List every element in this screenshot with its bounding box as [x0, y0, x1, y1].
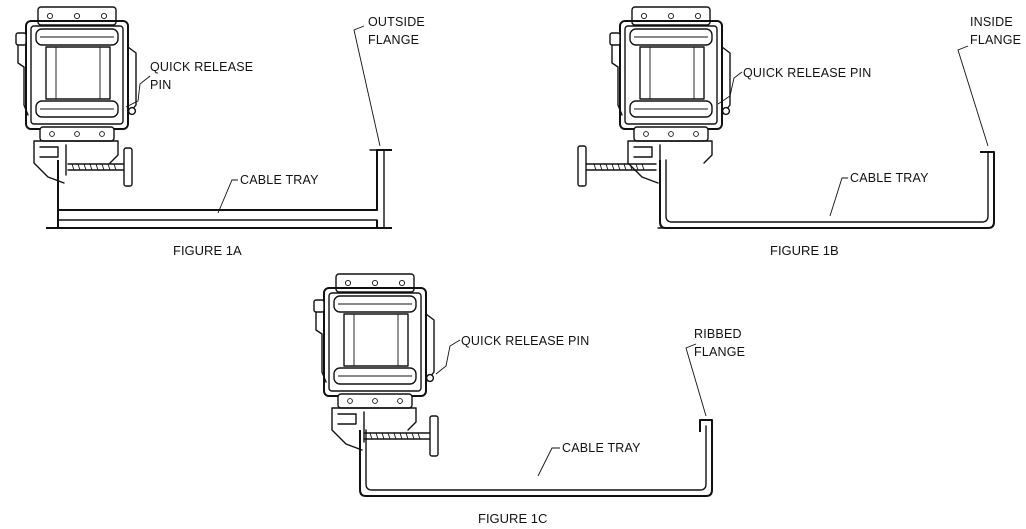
pin-label-1c: QUICK RELEASE PIN: [461, 334, 589, 348]
flange-label-1c-line2: FLANGE: [694, 345, 745, 359]
pin-label-1b: QUICK RELEASE PIN: [743, 66, 871, 80]
caption-1b: FIGURE 1B: [770, 243, 839, 258]
figure-1b: QUICK RELEASE PIN CABLE TRAY INSIDE FLAN…: [577, 6, 1021, 258]
tray-leader-1a: [217, 179, 238, 214]
pin-label-1a-line1: QUICK RELEASE: [150, 60, 253, 74]
cable-tray-1b: [657, 151, 995, 229]
flange-label-1b-line1: INSIDE: [970, 15, 1013, 29]
pin-leader-1a: [125, 75, 151, 108]
cable-tray-1c: [359, 419, 713, 497]
caption-1a: FIGURE 1A: [173, 243, 242, 258]
tray-leader-1b: [829, 177, 848, 217]
figure-1a: OUTSIDE FLANGE QUICK RELEASE PIN CABLE T…: [15, 6, 425, 258]
flange-label-1c-line1: RIBBED: [694, 327, 742, 341]
clamp-assembly-1a: [15, 6, 137, 184]
tray-label-1b: CABLE TRAY: [850, 171, 929, 185]
clamp-assembly-1b: [609, 6, 731, 184]
flange-leader-1b: [957, 45, 989, 147]
tray-leader-1c: [537, 447, 560, 477]
pin-leader-1c: [435, 339, 461, 375]
adjust-screw-1b: [577, 145, 657, 187]
caption-1c: FIGURE 1C: [478, 511, 547, 526]
figure-1c: QUICK RELEASE PIN CABLE TRAY RIBBED FLAN…: [313, 273, 745, 526]
flange-label-1a-line1: OUTSIDE: [368, 15, 425, 29]
tray-label-1a: CABLE TRAY: [240, 173, 319, 187]
tray-label-1c: CABLE TRAY: [562, 441, 641, 455]
flange-leader-1c: [685, 343, 707, 417]
pin-leader-1b: [717, 71, 743, 105]
pin-label-1a-line2: PIN: [150, 78, 171, 92]
adjust-screw-1c: [363, 415, 439, 457]
adjust-screw-1a: [67, 147, 133, 187]
flange-leader-1a: [353, 25, 381, 147]
clamp-assembly-1c: [313, 273, 435, 451]
flange-label-1a-line2: FLANGE: [368, 33, 419, 47]
flange-label-1b-line2: FLANGE: [970, 33, 1021, 47]
cable-tray-1a: [46, 149, 392, 229]
